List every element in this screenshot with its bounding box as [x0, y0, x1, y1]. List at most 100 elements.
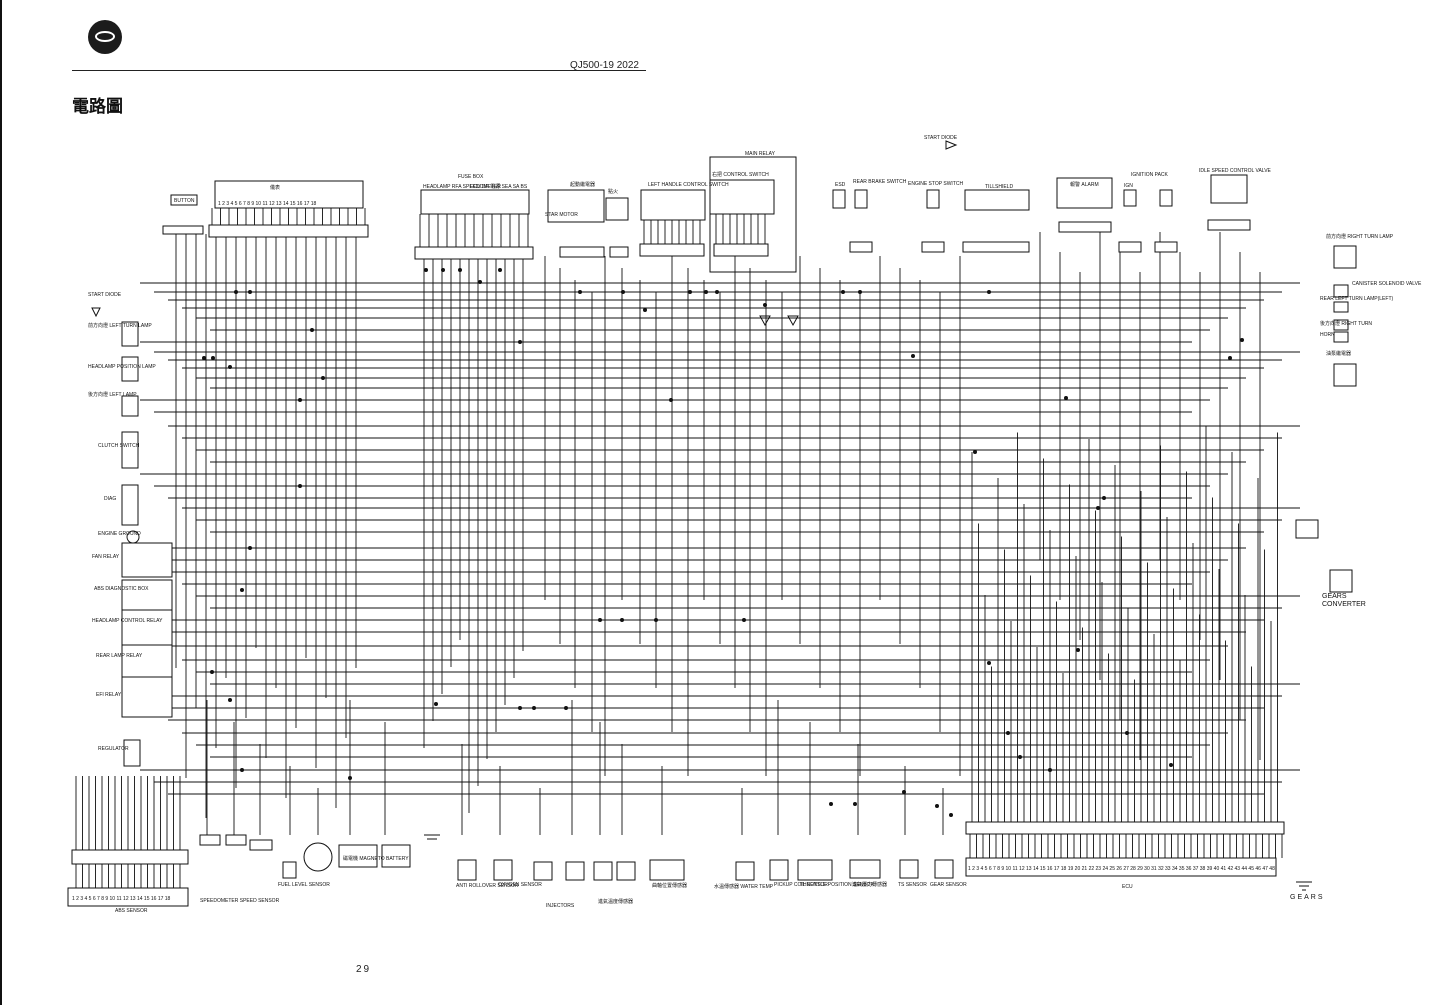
label-throttle: THROTTLE POSITION SENSOR: [800, 882, 875, 888]
junction: [620, 618, 624, 622]
junction: [518, 706, 522, 710]
start-diode-top: [945, 140, 958, 150]
label-headlamp-relay: HEADLAMP CONTROL RELAY: [92, 618, 163, 624]
label-fuse-box: FUSE BOX: [458, 174, 484, 180]
junction: [1064, 396, 1068, 400]
label-gears-converter-2: CONVERTER: [1322, 601, 1366, 608]
label-abs-diag: ABS DIAGNOSTIC BOX: [94, 586, 149, 592]
junction: [234, 290, 238, 294]
label-fuse-right: ECU DP 電源 SEA SA BS: [470, 183, 528, 190]
valve-box: [1210, 174, 1248, 204]
label-crank-sensor: 曲軸位置傳感器: [652, 882, 687, 889]
fuel-level-box: [282, 861, 297, 879]
engine-stop-connector: [921, 241, 945, 253]
label-start-relay: 起動繼電器: [570, 181, 595, 188]
label-gear-sensor: GEAR SENSOR: [930, 882, 967, 888]
label-rear-lamp-left: 後方向燈 LEFT LAMP: [88, 391, 137, 398]
label-headlamp: HEADLAMP POSITION LAMP: [88, 364, 156, 370]
junction: [434, 702, 438, 706]
junction: [1006, 731, 1010, 735]
junction: [1018, 755, 1022, 759]
ig-box: [1159, 189, 1173, 207]
main-relay-box: [709, 156, 797, 273]
junction: [1096, 506, 1100, 510]
rear-left-lamp-box: [1333, 301, 1349, 313]
junction: [240, 588, 244, 592]
fuse-connector: [414, 246, 534, 260]
label-ignition: 點火: [608, 188, 618, 195]
magneto-symbol: [303, 842, 333, 872]
injector-a: [533, 861, 553, 881]
rear-brake-box: [854, 189, 868, 209]
ign-connector: [1118, 241, 1142, 253]
junction: [654, 618, 658, 622]
label-meter-pins: 1 2 3 4 5 6 7 8 9 10 11 12 13 14 15 16 1…: [218, 201, 317, 207]
page-title: 電路圖: [72, 97, 123, 117]
junction: [424, 268, 428, 272]
speed-sensor-a: [199, 834, 221, 846]
abs-diag-box: [121, 579, 173, 611]
label-canister: CANISTER SOLENOID VALVE: [1352, 281, 1422, 287]
junction: [532, 706, 536, 710]
junction: [858, 290, 862, 294]
label-regulator: REGULATOR: [98, 746, 129, 752]
label-right-handle: 右把 CONTROL SWITCH: [712, 171, 769, 178]
clutch-box: [121, 431, 139, 469]
label-fuse-left: HEADLAMP RFA SPEEDOMETER: [423, 184, 501, 190]
label-fan-relay: FAN RELAY: [92, 554, 120, 560]
label-rear-lamp-relay: REAR LAMP RELAY: [96, 653, 143, 659]
label-injectors: INJECTORS: [546, 903, 575, 909]
abs-sensor-connector: [71, 849, 189, 865]
label-rear-turn-right: 後方向燈 RIGHT TURN: [1320, 320, 1372, 327]
speed-sensor-b: [225, 834, 247, 846]
ignition-box: [605, 197, 629, 221]
junction: [498, 268, 502, 272]
label-main-relay: MAIN RELAY: [745, 151, 776, 157]
junction: [1048, 768, 1052, 772]
valve-connector: [1207, 219, 1251, 231]
label-speed-valve: IDLE SPEED CONTROL VALVE: [1199, 168, 1272, 174]
tilt-connector: [962, 241, 1030, 253]
headlamp-relay-box: [121, 609, 173, 646]
diag-right-box: [1295, 519, 1319, 539]
injector-d: [616, 861, 636, 881]
label-diag: DIAG: [104, 496, 116, 502]
label-ignition-pack: IGNITION PACK: [1131, 172, 1169, 178]
junction: [1102, 496, 1106, 500]
label-engine-ground: ENGINE GROUND: [98, 531, 141, 537]
tilt-box: [964, 189, 1030, 211]
label-front-turn: 前方向燈 RIGHT TURN LAMP: [1326, 233, 1394, 240]
junction: [829, 802, 833, 806]
fuse-box: [420, 189, 530, 215]
label-speed-sensor: SPEEDOMETER SPEED SENSOR: [200, 898, 280, 904]
start-relay-connector: [559, 246, 605, 258]
esd-box: [832, 189, 846, 209]
instrument-box: [214, 180, 364, 209]
junction: [841, 290, 845, 294]
label-instrument: 儀表: [270, 184, 280, 191]
junction: [321, 376, 325, 380]
label-fuel-level: FUEL LEVEL SENSOR: [278, 882, 330, 888]
label-ecu-relay: EFI RELAY: [96, 692, 122, 698]
junction: [298, 484, 302, 488]
label-left-handle: LEFT HANDLE CONTROL SWITCH: [648, 182, 729, 188]
junction: [973, 450, 977, 454]
junction: [228, 698, 232, 702]
junction: [441, 268, 445, 272]
button-box: [170, 194, 198, 206]
regulator-rect: [338, 844, 378, 868]
junction: [598, 618, 602, 622]
label-clutch: CLUTCH SWITCH: [98, 443, 140, 449]
junction: [248, 290, 252, 294]
label-alarm: 報警 ALARM: [1070, 181, 1099, 188]
start-relay-box: [547, 189, 605, 223]
gear-sensor-box: [934, 859, 954, 879]
right-handle-box: [709, 179, 775, 215]
battery-box: [381, 844, 411, 868]
engine-stop-box: [926, 189, 940, 209]
label-rear-left-lamp: REAR LEFT TURN LAMP(LEFT): [1320, 296, 1393, 302]
label-rear-brake: REAR BRAKE SWITCH: [853, 179, 907, 185]
button-connector: [162, 225, 204, 235]
front-turn-right-box: [1333, 245, 1357, 269]
ecu-relay-box: [121, 676, 173, 718]
